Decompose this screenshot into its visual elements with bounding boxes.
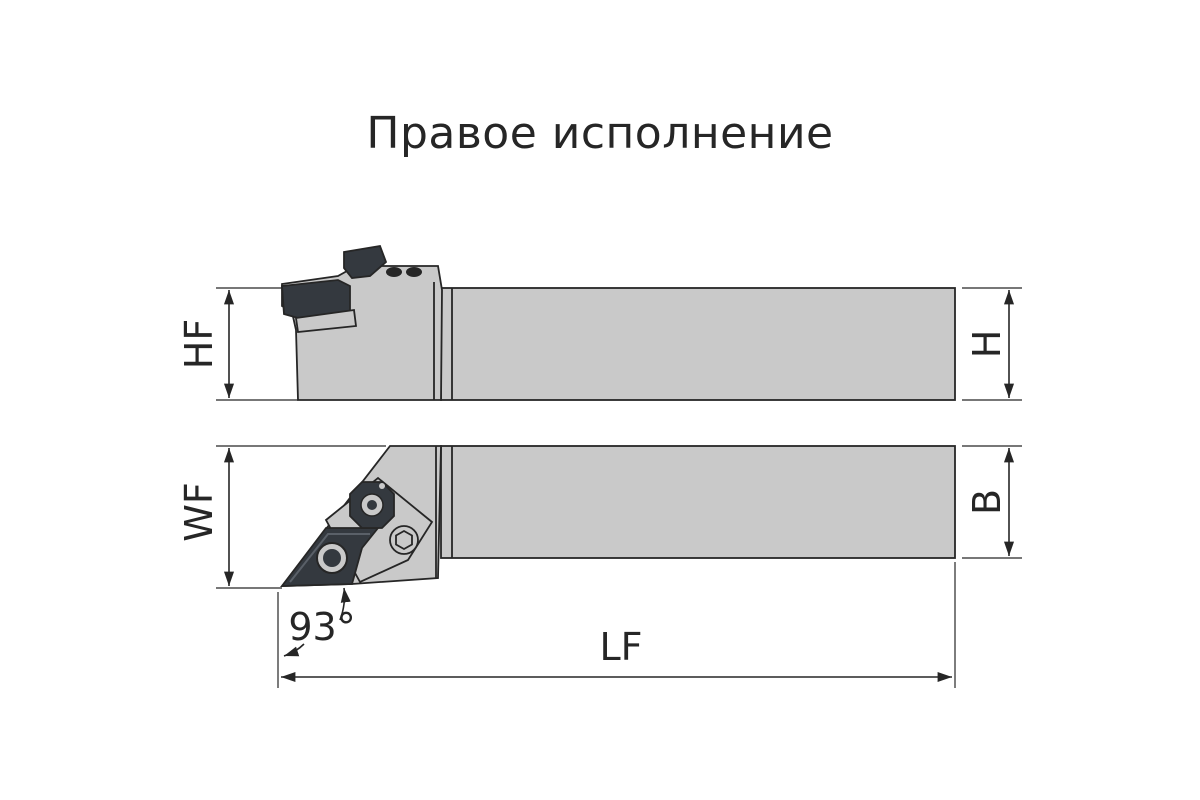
clamp-screw-dot-icon — [379, 483, 385, 489]
insert-hole-inner-icon — [323, 549, 341, 567]
angle-label: 93° — [288, 605, 355, 649]
side-view-clamp — [294, 308, 358, 333]
wf-label: WF — [177, 482, 221, 541]
dimension-b: B — [962, 445, 1022, 559]
page-title: Правое исполнение — [366, 108, 834, 159]
dimension-h: H — [962, 287, 1022, 401]
side-view-shank — [440, 287, 956, 401]
dimension-hf: HF — [177, 287, 298, 401]
top-view — [280, 445, 956, 587]
top-view-shank — [440, 445, 956, 559]
dimension-wf: WF — [177, 445, 386, 589]
dimension-lf: LF — [277, 562, 956, 688]
hf-label: HF — [177, 319, 221, 369]
side-view-clamp-screw — [343, 244, 388, 279]
h-label: H — [965, 330, 1009, 359]
side-view-hole-icon — [406, 267, 422, 277]
hex-socket-icon — [395, 529, 413, 551]
hex-screw-icon — [389, 525, 419, 555]
side-view-hole-icon — [386, 267, 402, 277]
angle-indicator: 93° — [283, 587, 356, 657]
clamp-screw-socket-icon — [367, 500, 377, 510]
b-label: B — [965, 489, 1009, 515]
side-view — [281, 244, 956, 401]
lf-label: LF — [599, 625, 642, 669]
top-view-insert-edge — [289, 533, 370, 583]
